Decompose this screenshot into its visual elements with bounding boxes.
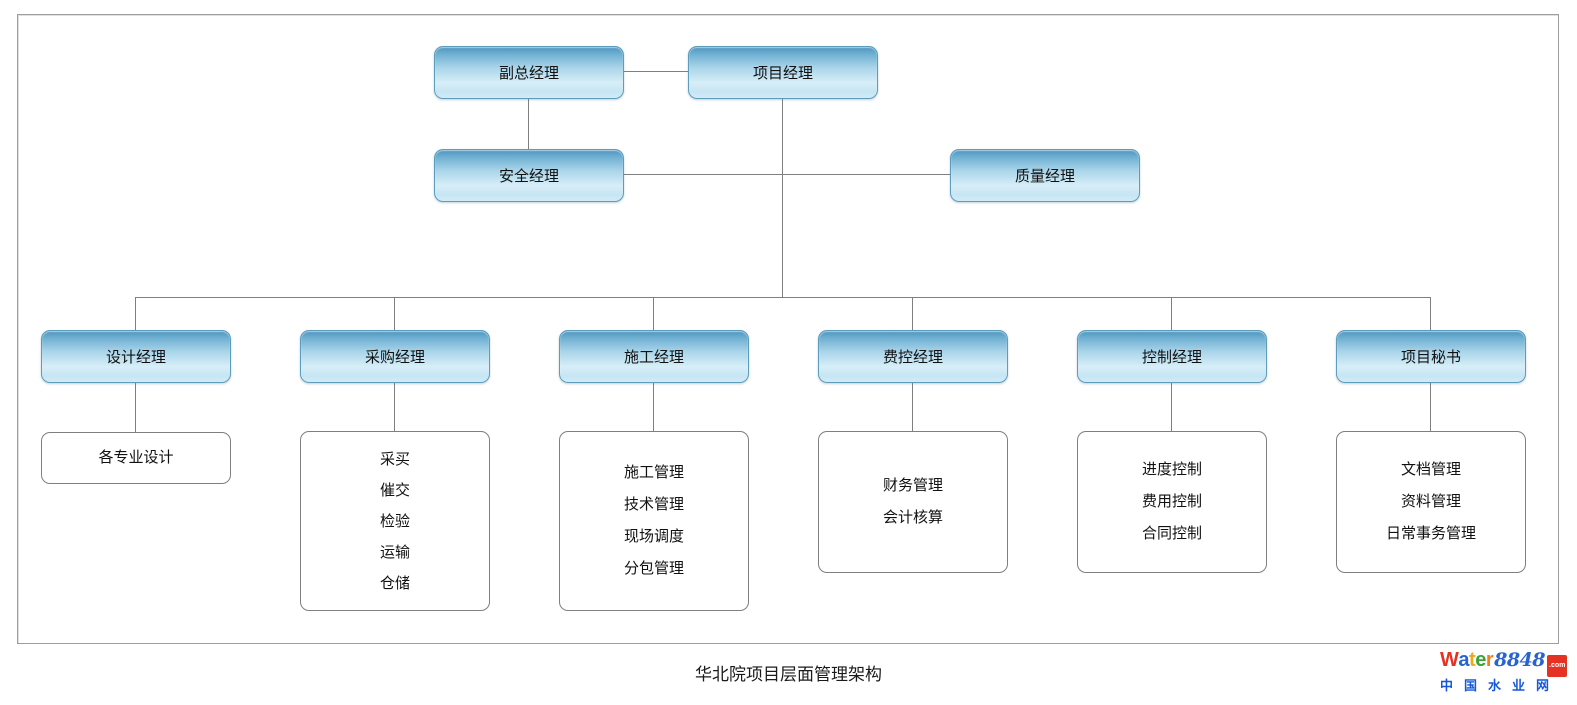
node-label: 费控经理 — [882, 349, 943, 366]
connector-detail-construction — [653, 381, 654, 431]
node-safety-manager: 安全经理 — [434, 149, 624, 202]
node-deputy-general-manager: 副总经理 — [434, 46, 624, 99]
detail-item: 仓储 — [379, 574, 410, 592]
brand-letter: W — [1440, 649, 1459, 671]
detail-item: 技术管理 — [623, 496, 684, 513]
connector-drop-secretary — [1430, 297, 1431, 330]
detail-item: 费用控制 — [1141, 493, 1202, 510]
detail-item: 会计核算 — [882, 509, 943, 526]
node-procurement-manager: 采购经理 — [300, 330, 490, 383]
node-project-manager: 项目经理 — [688, 46, 878, 99]
connector-line-deputy-safety — [528, 97, 529, 149]
node-label: 项目经理 — [752, 65, 813, 82]
detail-item: 资料管理 — [1400, 493, 1461, 510]
connector-detail-design — [135, 381, 136, 432]
detail-item: 文档管理 — [1400, 461, 1461, 478]
brand-tagline: 中国水业网 — [1440, 678, 1561, 693]
brand-letter: a — [1458, 649, 1470, 671]
connector-drop-control — [1171, 297, 1172, 330]
node-project-secretary: 项目秘书 — [1336, 330, 1526, 383]
node-construction-manager: 施工经理 — [559, 330, 749, 383]
brand-letter: e — [1475, 649, 1486, 671]
connector-line-l1 — [622, 71, 688, 72]
connector-drop-costcontrol — [912, 297, 913, 330]
detail-item: 进度控制 — [1141, 461, 1202, 478]
detail-box-design: 各专业设计 — [41, 432, 231, 484]
connector-drop-procurement — [394, 297, 395, 330]
detail-box-control: 进度控制 费用控制 合同控制 — [1077, 431, 1267, 573]
brand-letter: t — [1469, 649, 1476, 671]
detail-item: 运输 — [379, 543, 410, 561]
connector-detail-control — [1171, 381, 1172, 431]
detail-box-secretary: 文档管理 资料管理 日常事务管理 — [1336, 431, 1526, 573]
node-label: 质量经理 — [1014, 168, 1075, 185]
node-control-manager: 控制经理 — [1077, 330, 1267, 383]
detail-item: 合同控制 — [1141, 525, 1202, 542]
node-label: 施工经理 — [623, 349, 684, 366]
diagram-caption: 华北院项目层面管理架构 — [695, 665, 882, 684]
connector-drop-design — [135, 297, 136, 330]
detail-box-construction: 施工管理 技术管理 现场调度 分包管理 — [559, 431, 749, 611]
detail-item: 分包管理 — [623, 560, 684, 577]
node-label: 副总经理 — [498, 65, 559, 82]
detail-item: 催交 — [379, 481, 410, 499]
node-design-manager: 设计经理 — [41, 330, 231, 383]
node-label: 安全经理 — [498, 168, 559, 185]
node-cost-control-manager: 费控经理 — [818, 330, 1008, 383]
detail-box-cost-control: 财务管理 会计核算 — [818, 431, 1008, 573]
diagram-frame — [17, 14, 1559, 644]
connector-detail-secretary — [1430, 381, 1431, 431]
brand-logo-wordmark: W a t e r 8848 .com — [1440, 649, 1574, 677]
brand-number: 8848 — [1494, 649, 1545, 671]
detail-item: 日常事务管理 — [1385, 525, 1476, 542]
connector-drop-construction — [653, 297, 654, 330]
brand-logo: W a t e r 8848 .com 中国水业网 — [1440, 650, 1574, 693]
node-quality-manager: 质量经理 — [950, 149, 1140, 202]
node-label: 项目秘书 — [1400, 349, 1461, 366]
connector-detail-procurement — [394, 381, 395, 431]
detail-item: 采买 — [379, 450, 410, 468]
node-label: 采购经理 — [364, 349, 425, 366]
detail-box-procurement: 采买 催交 检验 运输 仓储 — [300, 431, 490, 611]
connector-bus-line — [135, 297, 1430, 298]
connector-line-l2 — [622, 174, 950, 175]
brand-letter: r — [1485, 649, 1494, 671]
detail-item: 施工管理 — [623, 464, 684, 481]
detail-item: 财务管理 — [882, 477, 943, 494]
detail-item: 检验 — [379, 512, 410, 530]
node-label: 设计经理 — [105, 349, 166, 366]
detail-item: 各专业设计 — [98, 449, 174, 466]
node-label: 控制经理 — [1141, 349, 1202, 366]
connector-line-pm-bus — [782, 97, 783, 297]
detail-item: 现场调度 — [623, 528, 684, 545]
connector-detail-costcontrol — [912, 381, 913, 431]
brand-tld-badge: .com — [1547, 655, 1568, 677]
